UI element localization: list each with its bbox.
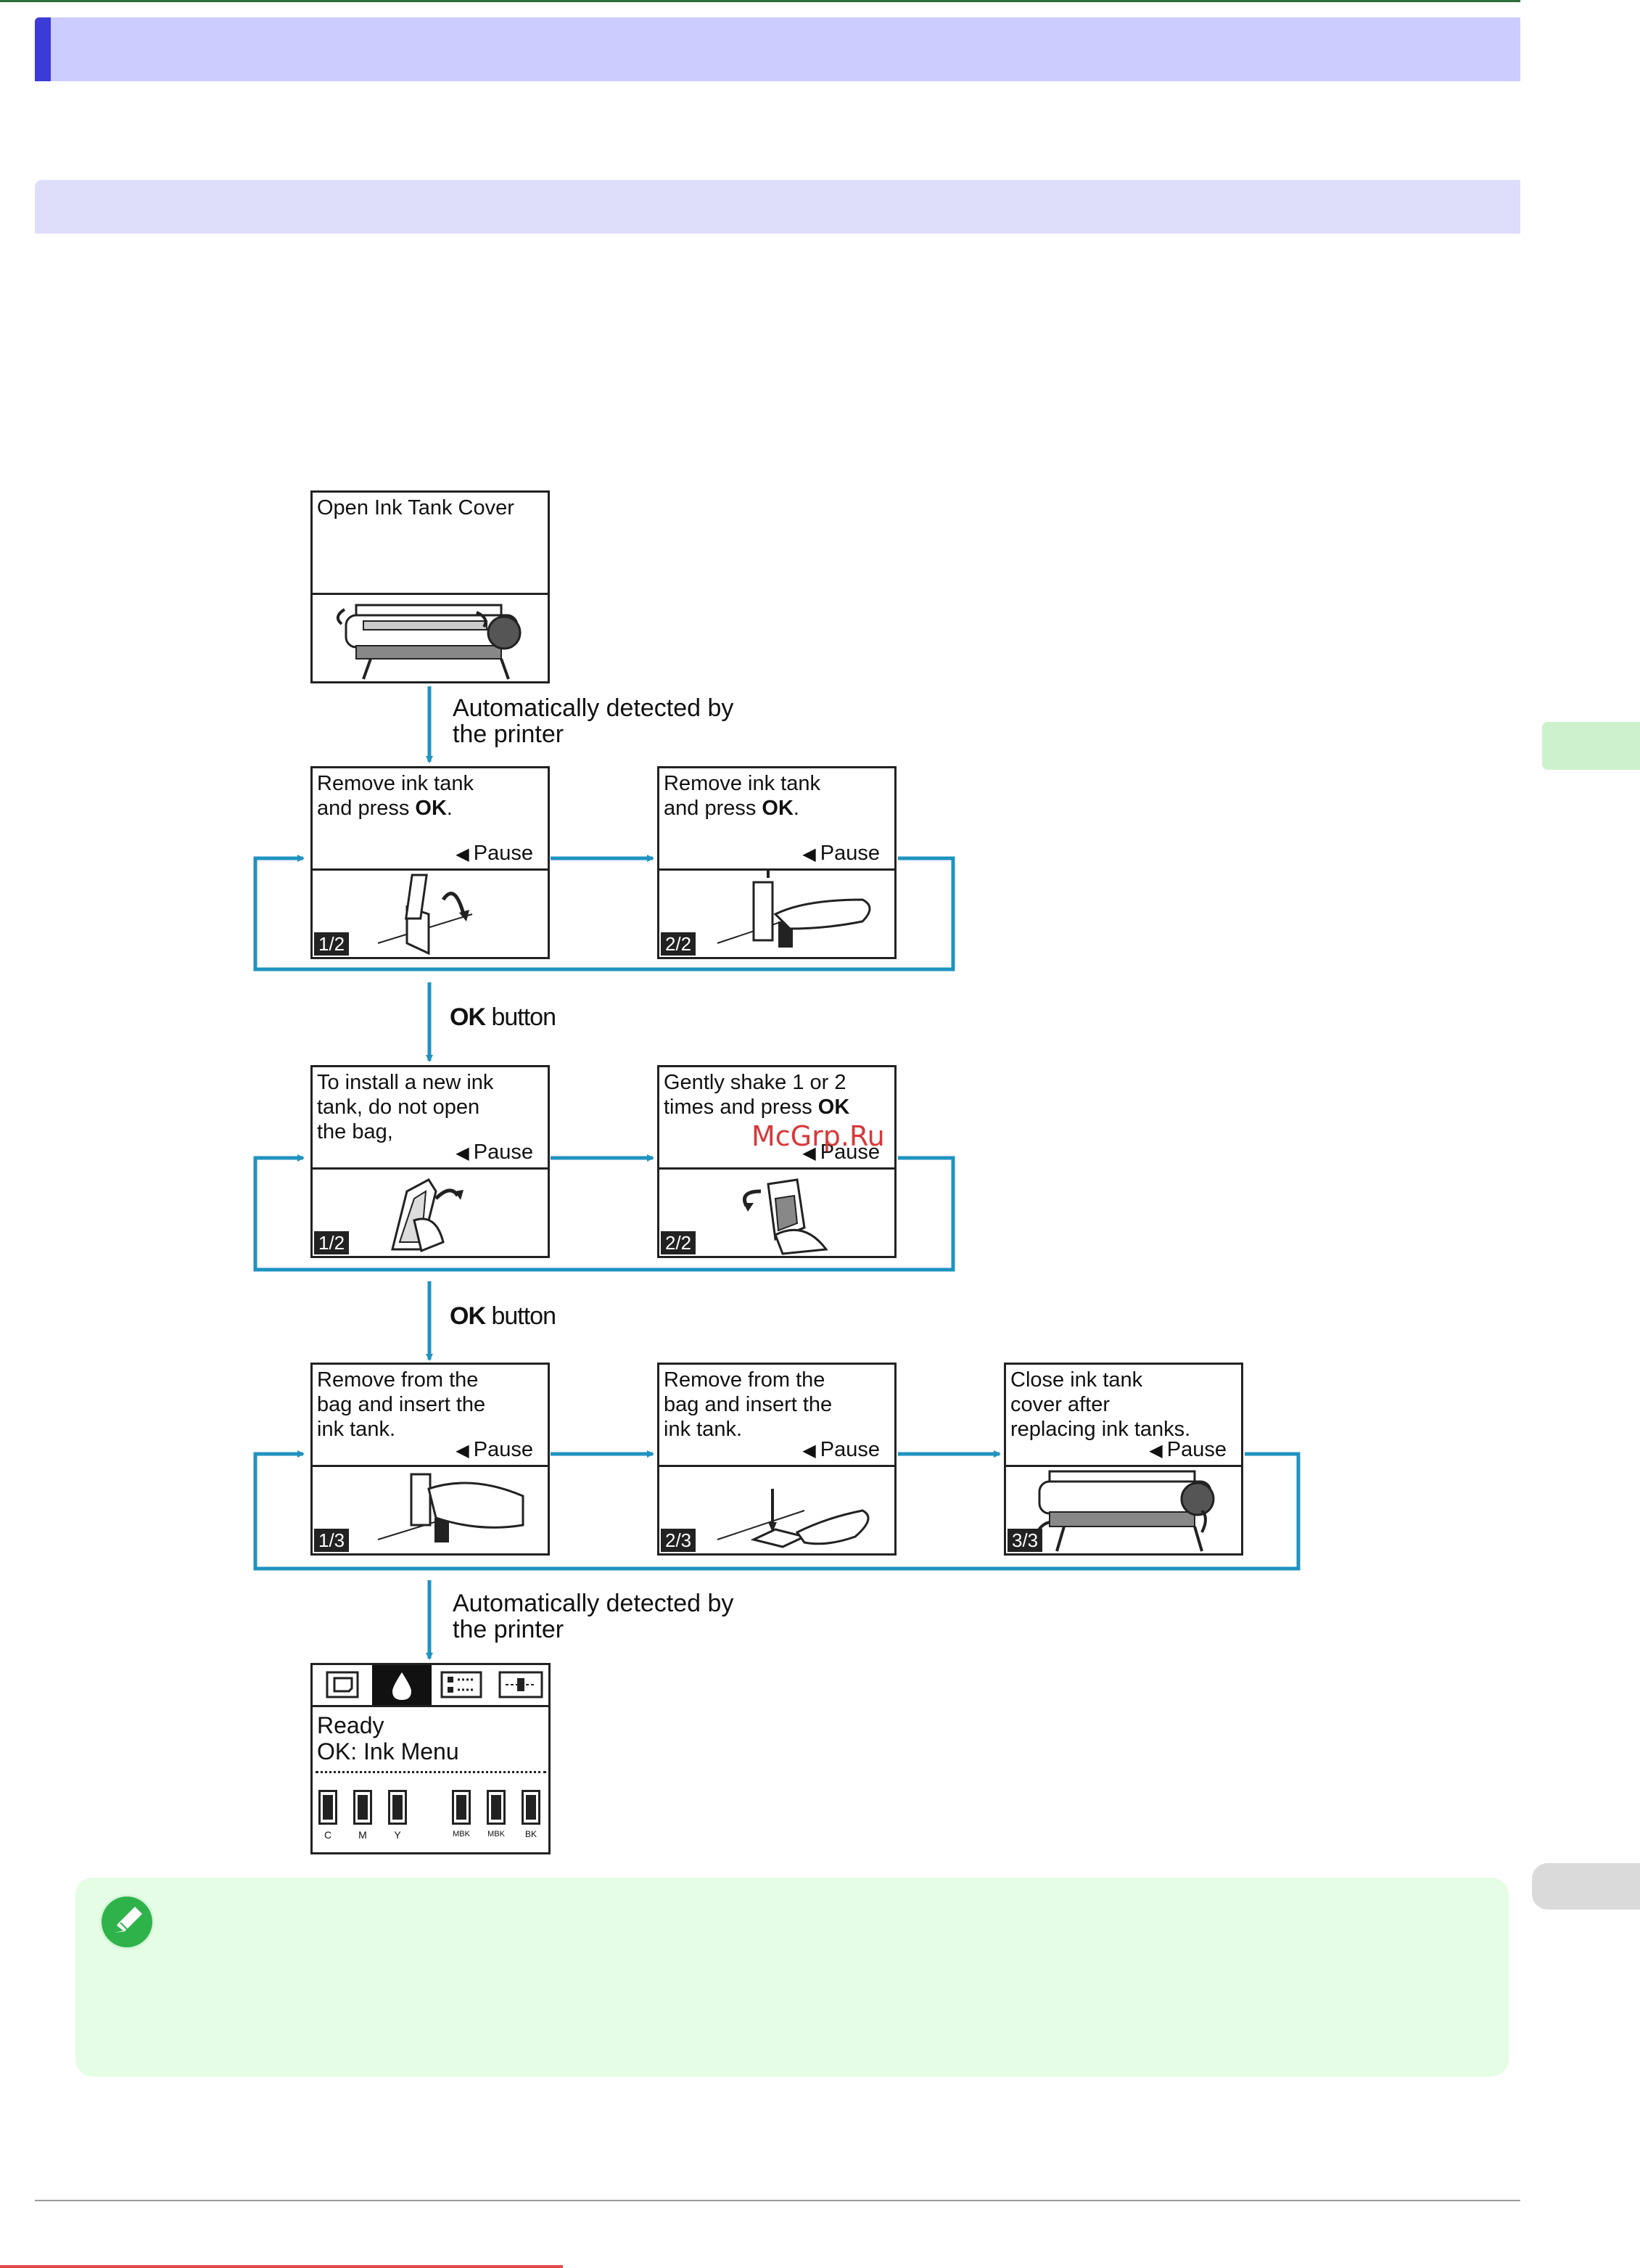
- panel-install-new-ink: To install a new ink tank, do not open t…: [310, 1065, 550, 1258]
- top-rule: [0, 0, 1520, 2]
- panel-message: Remove ink tank and press OK.: [317, 772, 474, 820]
- note-box: [75, 1878, 1509, 2076]
- panel-open-ink-tank-cover: Open Ink Tank Cover: [310, 490, 550, 683]
- pause-hint[interactable]: ◀Pause: [456, 1438, 533, 1461]
- ink-level-mbk-2: [487, 1790, 506, 1825]
- ink-label: M: [358, 1829, 367, 1841]
- hand-pulling-ink-tank-illustration: 2/2: [659, 868, 894, 957]
- ready-screen: Ready OK: Ink Menu C M Y MBK MBK BK: [310, 1663, 551, 1854]
- step-indicator: 2/2: [661, 932, 696, 956]
- ink-label: C: [324, 1829, 332, 1841]
- pencil-note-icon: [102, 1897, 152, 1947]
- footer-red-line: [0, 2265, 563, 2268]
- panel-message: To install a new ink tank, do not open t…: [317, 1071, 494, 1143]
- subsection-header-bar: [35, 180, 1520, 234]
- ink-bag-illustration: 1/2: [313, 1170, 548, 1256]
- footer-rule: [35, 2200, 1520, 2201]
- dotted-divider: [316, 1771, 546, 1773]
- panel-remove-ink-tank-2: Remove ink tank and press OK. ◀Pause 2/2: [657, 766, 897, 959]
- left-triangle-icon: ◀: [802, 1441, 816, 1460]
- panel-close-ink-tank-cover: Close ink tank cover after replacing ink…: [1004, 1363, 1243, 1556]
- ink-level-c: [318, 1790, 337, 1825]
- tab-ink[interactable]: [372, 1665, 432, 1705]
- panel-message: Remove ink tank and press OK.: [664, 772, 820, 820]
- ink-tank-lever-illustration: 1/2: [313, 871, 548, 957]
- step-indicator: 1/3: [314, 1529, 350, 1552]
- watermark: McGrp.Ru: [751, 1120, 885, 1152]
- shake-ink-bag-illustration: 2/2: [659, 1170, 894, 1256]
- panel-message: Close ink tank cover after replacing ink…: [1010, 1368, 1191, 1441]
- tab-job[interactable]: [432, 1665, 491, 1705]
- left-triangle-icon: ◀: [1149, 1441, 1163, 1460]
- ink-label: MBK: [453, 1830, 470, 1838]
- ink-label: BK: [524, 1829, 537, 1839]
- tab-settings[interactable]: [491, 1665, 551, 1705]
- insert-ink-tank-illustration: 1/3: [313, 1467, 548, 1553]
- ink-level-bk: [522, 1790, 540, 1825]
- section-header-bar: [35, 17, 1520, 81]
- panel-message: Remove from the bag and insert the ink t…: [664, 1368, 833, 1441]
- ink-level-y: [388, 1790, 407, 1825]
- pause-hint[interactable]: ◀Pause: [1149, 1438, 1227, 1461]
- left-triangle-icon: ◀: [456, 1441, 469, 1460]
- pause-hint[interactable]: ◀Pause: [802, 1141, 880, 1164]
- ink-drop-icon: [392, 1672, 411, 1700]
- menu-hint-text: OK: Ink Menu: [317, 1738, 459, 1764]
- panel-message: Remove from the bag and insert the ink t…: [317, 1368, 486, 1441]
- pause-hint[interactable]: ◀Pause: [802, 842, 880, 865]
- ink-level-mbk-1: [452, 1790, 471, 1825]
- step-indicator: 3/3: [1008, 1529, 1043, 1552]
- flow-label-ok-2: OK button: [450, 1302, 556, 1330]
- flow-label-auto-2: Automatically detected by the printer: [453, 1590, 734, 1643]
- left-triangle-icon: ◀: [456, 845, 469, 864]
- panel-insert-ink-tank-1: Remove from the bag and insert the ink t…: [310, 1363, 550, 1556]
- step-indicator: 2/2: [661, 1231, 696, 1254]
- left-triangle-icon: ◀: [802, 1143, 816, 1163]
- screen-tab-bar: [313, 1665, 548, 1707]
- printer-cover-open-illustration: [313, 595, 548, 681]
- ink-label: MBK: [487, 1830, 505, 1838]
- loop-r3: [253, 1450, 1301, 1571]
- index-side-tab[interactable]: [1532, 1863, 1640, 1910]
- left-triangle-icon: ◀: [456, 1143, 469, 1163]
- panel-gently-shake: Gently shake 1 or 2 times and press OK ◀…: [657, 1065, 897, 1258]
- pause-hint[interactable]: ◀Pause: [802, 1438, 880, 1461]
- panel-message: Open Ink Tank Cover: [317, 496, 514, 519]
- flow-label-ok-1: OK button: [450, 1003, 556, 1031]
- loop-r2: [253, 1154, 955, 1272]
- push-ink-tank-illustration: 2/3: [659, 1467, 894, 1553]
- section-header-accent: [35, 17, 51, 81]
- status-text: Ready: [317, 1712, 384, 1738]
- tab-paper[interactable]: [313, 1665, 372, 1705]
- step-indicator: 1/2: [314, 932, 350, 956]
- ink-label: Y: [394, 1829, 401, 1841]
- panel-remove-ink-tank-1: Remove ink tank and press OK. ◀Pause 1/2: [310, 766, 550, 959]
- chapter-side-tab[interactable]: [1542, 722, 1640, 770]
- flow-label-auto-1: Automatically detected by the printer: [453, 694, 734, 748]
- loop-r1: [253, 855, 955, 971]
- panel-message: Gently shake 1 or 2 times and press OK: [664, 1071, 850, 1119]
- left-triangle-icon: ◀: [802, 845, 816, 864]
- printer-cover-close-illustration: 3/3: [1006, 1467, 1241, 1553]
- step-indicator: 1/2: [314, 1231, 350, 1254]
- ink-level-m: [353, 1790, 372, 1825]
- step-indicator: 2/3: [661, 1529, 696, 1552]
- panel-insert-ink-tank-2: Remove from the bag and insert the ink t…: [657, 1363, 897, 1556]
- pause-hint[interactable]: ◀Pause: [456, 1141, 533, 1164]
- pause-hint[interactable]: ◀Pause: [456, 842, 533, 865]
